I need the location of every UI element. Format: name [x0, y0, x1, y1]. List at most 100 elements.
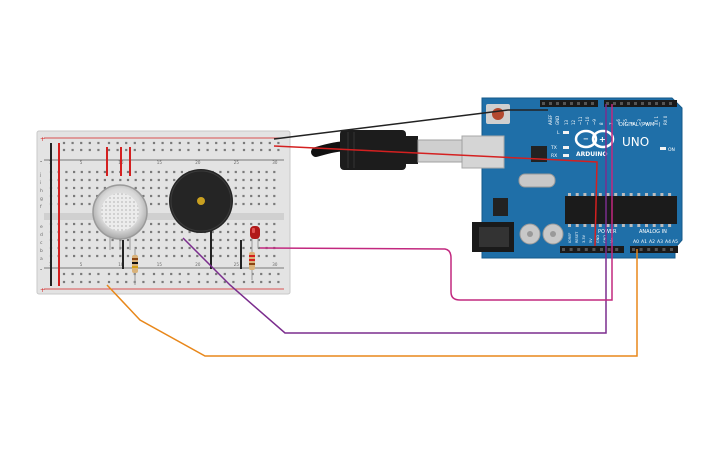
rail-hole: [62, 272, 66, 276]
rail-hole: [161, 148, 164, 152]
header-pin[interactable]: [620, 102, 623, 105]
rail-hole: [260, 148, 263, 152]
breadboard-hole: [265, 170, 268, 174]
rail-hole: [142, 272, 145, 276]
row-letter: d: [40, 232, 43, 238]
breadboard-hole: [111, 254, 114, 258]
header-pin[interactable]: [615, 248, 619, 251]
chip-pin: [629, 224, 633, 227]
breadboard-hole: [273, 238, 276, 242]
breadboard-hole: [234, 186, 237, 190]
breadboard-hole: [188, 254, 191, 258]
chip-pin: [575, 224, 579, 227]
header-pin[interactable]: [570, 102, 573, 105]
chip-pin: [621, 224, 625, 227]
red-led[interactable]: [250, 226, 260, 248]
rail-hole: [107, 280, 111, 284]
header-pin[interactable]: [542, 102, 545, 105]
breadboard-hole: [73, 178, 76, 182]
header-pin[interactable]: [584, 102, 587, 105]
header-pin[interactable]: [591, 102, 594, 105]
breadboard-hole: [103, 186, 106, 190]
header-pin[interactable]: [577, 102, 580, 105]
header-pin[interactable]: [634, 102, 637, 105]
breadboard-hole: [180, 170, 183, 174]
header-pin[interactable]: [655, 102, 658, 105]
breadboard-hole: [80, 254, 83, 258]
pin-label-d11: ~11: [578, 116, 583, 125]
wire-led-signal[interactable]: [259, 104, 613, 301]
rail-hole: [268, 141, 271, 145]
header-pin[interactable]: [613, 102, 616, 105]
analog-header: [630, 246, 678, 253]
arduino-board[interactable]: − + ARDUINO UNO DIGITAL (PWM~) ANALOG IN…: [461, 97, 683, 259]
header-pin[interactable]: [606, 102, 609, 105]
rail-hole: [125, 148, 128, 152]
rail-hole: [232, 272, 235, 276]
resistor[interactable]: [132, 248, 138, 285]
header-pin[interactable]: [556, 102, 559, 105]
wire-gnd[interactable]: [273, 109, 548, 140]
header-pin[interactable]: [592, 248, 596, 251]
chip-pin: [614, 193, 618, 196]
resistor[interactable]: [249, 243, 255, 280]
rail-hole: [215, 280, 218, 284]
header-pin[interactable]: [632, 248, 635, 251]
header-pin[interactable]: [577, 248, 581, 251]
breadboard-hole: [257, 194, 260, 198]
header-pin[interactable]: [607, 248, 611, 251]
header-pin[interactable]: [654, 248, 658, 251]
gas-sensor[interactable]: [92, 184, 148, 250]
svg-text:+: +: [599, 135, 606, 144]
rail-hole: [88, 148, 91, 152]
header-pin[interactable]: [648, 102, 651, 105]
breadboard-hole: [242, 230, 245, 234]
row-letter: f: [40, 204, 42, 210]
wire-buzzer-signal[interactable]: [182, 104, 607, 334]
rail-hole: [206, 148, 209, 152]
breadboard-hole: [227, 230, 230, 234]
breadboard-hole: [157, 178, 160, 182]
header-pin[interactable]: [627, 102, 630, 105]
chip-pin: [568, 193, 571, 196]
power-header-label: POWER: [598, 229, 617, 235]
header-pin[interactable]: [670, 248, 673, 251]
rail-hole: [142, 148, 145, 152]
breadboard-jumpers: [50, 143, 242, 286]
breadboard-hole: [265, 222, 268, 226]
rail-hole: [116, 280, 119, 284]
breadboard-hole: [165, 222, 168, 226]
wire-5v[interactable]: [273, 145, 598, 247]
header-pin[interactable]: [600, 248, 603, 251]
header-pin[interactable]: [669, 102, 672, 105]
header-pin[interactable]: [647, 248, 651, 251]
header-pin[interactable]: [639, 248, 643, 251]
header-pin[interactable]: [662, 248, 666, 251]
header-pin[interactable]: [662, 102, 665, 105]
header-pin[interactable]: [549, 102, 552, 105]
header-pin[interactable]: [641, 102, 644, 105]
wire-analog-a0[interactable]: [106, 249, 638, 357]
breadboard-hole: [73, 222, 76, 226]
rail-hole: [80, 272, 83, 276]
breadboard-hole: [88, 202, 91, 206]
header-pin[interactable]: [584, 248, 588, 251]
breadboard-hole: [250, 178, 253, 182]
center-channel: [44, 213, 284, 220]
usb-cable[interactable]: [311, 130, 463, 170]
header-pin[interactable]: [569, 248, 573, 251]
breadboard[interactable]: + - - + j i h g f e d c b a 115510101515…: [36, 130, 291, 295]
header-pin[interactable]: [562, 248, 565, 251]
header-pin[interactable]: [563, 102, 566, 105]
breadboard-hole: [96, 178, 99, 182]
breadboard-hole: [150, 194, 153, 198]
breadboard-hole: [103, 246, 106, 250]
rail-hole: [178, 272, 181, 276]
breadboard-hole: [80, 222, 83, 226]
chip-pins: [568, 193, 672, 227]
pin-label-5v: 5V: [589, 238, 593, 243]
piezo-buzzer[interactable]: [169, 169, 233, 233]
breadboard-hole: [203, 246, 207, 250]
breadboard-hole: [242, 202, 245, 206]
breadboard-hole: [234, 230, 237, 234]
